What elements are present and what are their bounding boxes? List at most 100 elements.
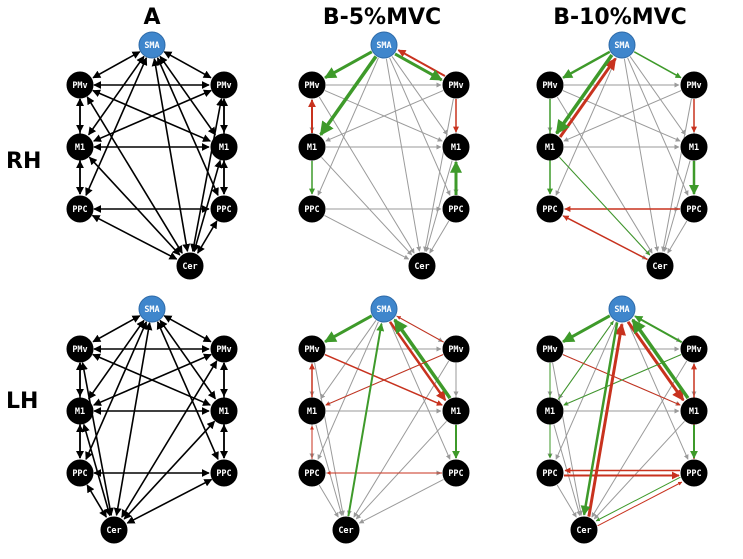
node-circle-Cer	[646, 252, 674, 280]
node-M1R: M1	[442, 133, 470, 161]
connection-green-M1R-SMA	[393, 318, 452, 400]
node-circle-PPCL	[66, 459, 94, 487]
node-label-PMvL: PMv	[304, 345, 319, 355]
node-circle-PMvR	[210, 335, 238, 363]
connection-SMA-Cer	[623, 58, 660, 252]
connection-SMA-PPCR	[627, 57, 689, 196]
node-label-M1R: M1	[219, 143, 229, 153]
connection-M1R-Cer	[355, 420, 447, 520]
connection-red-PMvR-SMA	[396, 315, 445, 343]
node-label-Cer: Cer	[182, 262, 197, 272]
node-label-PMvR: PMv	[686, 345, 701, 355]
node-PMvR: PMv	[680, 71, 708, 99]
node-SMA: SMA	[370, 31, 398, 59]
connection-red-Cer-SMA	[587, 323, 627, 517]
node-circle-M1R	[442, 133, 470, 161]
connection-red-SMA-M1R	[626, 321, 685, 402]
node-PPCR: PPC	[442, 195, 470, 223]
node-PPCL: PPC	[66, 459, 94, 487]
connection-M1R-Cer	[662, 160, 691, 253]
node-PPCL: PPC	[536, 459, 564, 487]
node-label-M1R: M1	[219, 407, 229, 417]
connection-green-SMA-PMvR	[394, 52, 443, 82]
row-label-rh: RH	[6, 149, 41, 174]
row-label-lh: LH	[6, 389, 38, 414]
node-label-PMvL: PMv	[304, 81, 319, 91]
node-SMA: SMA	[608, 295, 636, 323]
node-circle-PPCL	[298, 459, 326, 487]
connection-SMA-PPCL	[555, 57, 617, 196]
node-circle-PPCR	[210, 459, 238, 487]
node-label-PPCR: PPC	[686, 205, 701, 215]
node-PPCR: PPC	[210, 195, 238, 223]
connection-PMvL-Cer	[79, 361, 114, 517]
node-label-PMvR: PMv	[686, 81, 701, 91]
node-label-M1L: M1	[307, 143, 317, 153]
node-label-PMvL: PMv	[72, 81, 87, 91]
node-circle-M1L	[298, 397, 326, 425]
node-Cer: Cer	[408, 252, 436, 280]
connection-PPCL-Cer	[556, 484, 577, 518]
node-label-PPCL: PPC	[542, 469, 557, 479]
node-PMvL: PMv	[66, 71, 94, 99]
node-circle-PMvR	[442, 335, 470, 363]
node-circle-PPCL	[536, 459, 564, 487]
node-label-SMA: SMA	[376, 305, 391, 315]
node-Cer: Cer	[100, 516, 128, 544]
node-PMvR: PMv	[442, 71, 470, 99]
node-M1L: M1	[298, 397, 326, 425]
node-label-M1L: M1	[75, 143, 85, 153]
node-label-M1R: M1	[689, 143, 699, 153]
column-title-a: A	[143, 5, 160, 30]
node-label-PPCL: PPC	[72, 469, 87, 479]
node-SMA: SMA	[608, 31, 636, 59]
connection-PPCL-Cer	[318, 484, 339, 518]
node-circle-SMA	[138, 31, 166, 59]
node-PMvL: PMv	[536, 335, 564, 363]
node-label-PPCL: PPC	[542, 205, 557, 215]
node-circle-PPCR	[210, 195, 238, 223]
connection-PPCL-Cer	[324, 214, 410, 260]
node-circle-PMvL	[536, 335, 564, 363]
connection-PMvR-Cer	[661, 98, 692, 252]
connection-red-PMvR-SMA	[397, 49, 446, 77]
node-circle-PMvR	[680, 71, 708, 99]
node-M1L: M1	[536, 133, 564, 161]
node-label-PPCL: PPC	[72, 205, 87, 215]
node-M1R: M1	[442, 397, 470, 425]
node-M1L: M1	[298, 133, 326, 161]
connection-green-SMA-M1L	[319, 55, 378, 136]
connection-M1L-Cer	[88, 156, 181, 256]
connection-red-M1L-SMA	[558, 57, 617, 138]
connection-M1R-Cer	[123, 420, 216, 520]
connection-SMA-Cer	[385, 58, 422, 252]
node-label-PPCR: PPC	[448, 205, 463, 215]
connection-SMA-PMvR	[163, 51, 212, 79]
node-circle-Cer	[570, 516, 598, 544]
node-M1R: M1	[680, 133, 708, 161]
node-label-PPCL: PPC	[304, 469, 319, 479]
node-label-PMvR: PMv	[448, 345, 463, 355]
node-PMvR: PMv	[210, 335, 238, 363]
node-circle-PMvL	[66, 71, 94, 99]
connection-SMA-PPCL	[555, 321, 617, 460]
node-M1R: M1	[210, 133, 238, 161]
node-circle-PMvL	[66, 335, 94, 363]
node-circle-PMvL	[298, 335, 326, 363]
node-circle-PMvR	[442, 71, 470, 99]
node-circle-Cer	[100, 516, 128, 544]
node-PMvL: PMv	[66, 335, 94, 363]
node-PMvR: PMv	[442, 335, 470, 363]
node-label-PPCR: PPC	[448, 469, 463, 479]
node-Cer: Cer	[646, 252, 674, 280]
connection-PPCR-Cer	[196, 220, 218, 254]
connection-PMvL-Cer	[556, 96, 653, 254]
node-PMvL: PMv	[298, 335, 326, 363]
node-label-PPCL: PPC	[304, 205, 319, 215]
connection-PMvL-Cer	[318, 96, 415, 254]
connection-PPCL-Cer	[86, 484, 108, 518]
connection-PMvR-Cer	[121, 360, 218, 518]
node-M1R: M1	[680, 397, 708, 425]
